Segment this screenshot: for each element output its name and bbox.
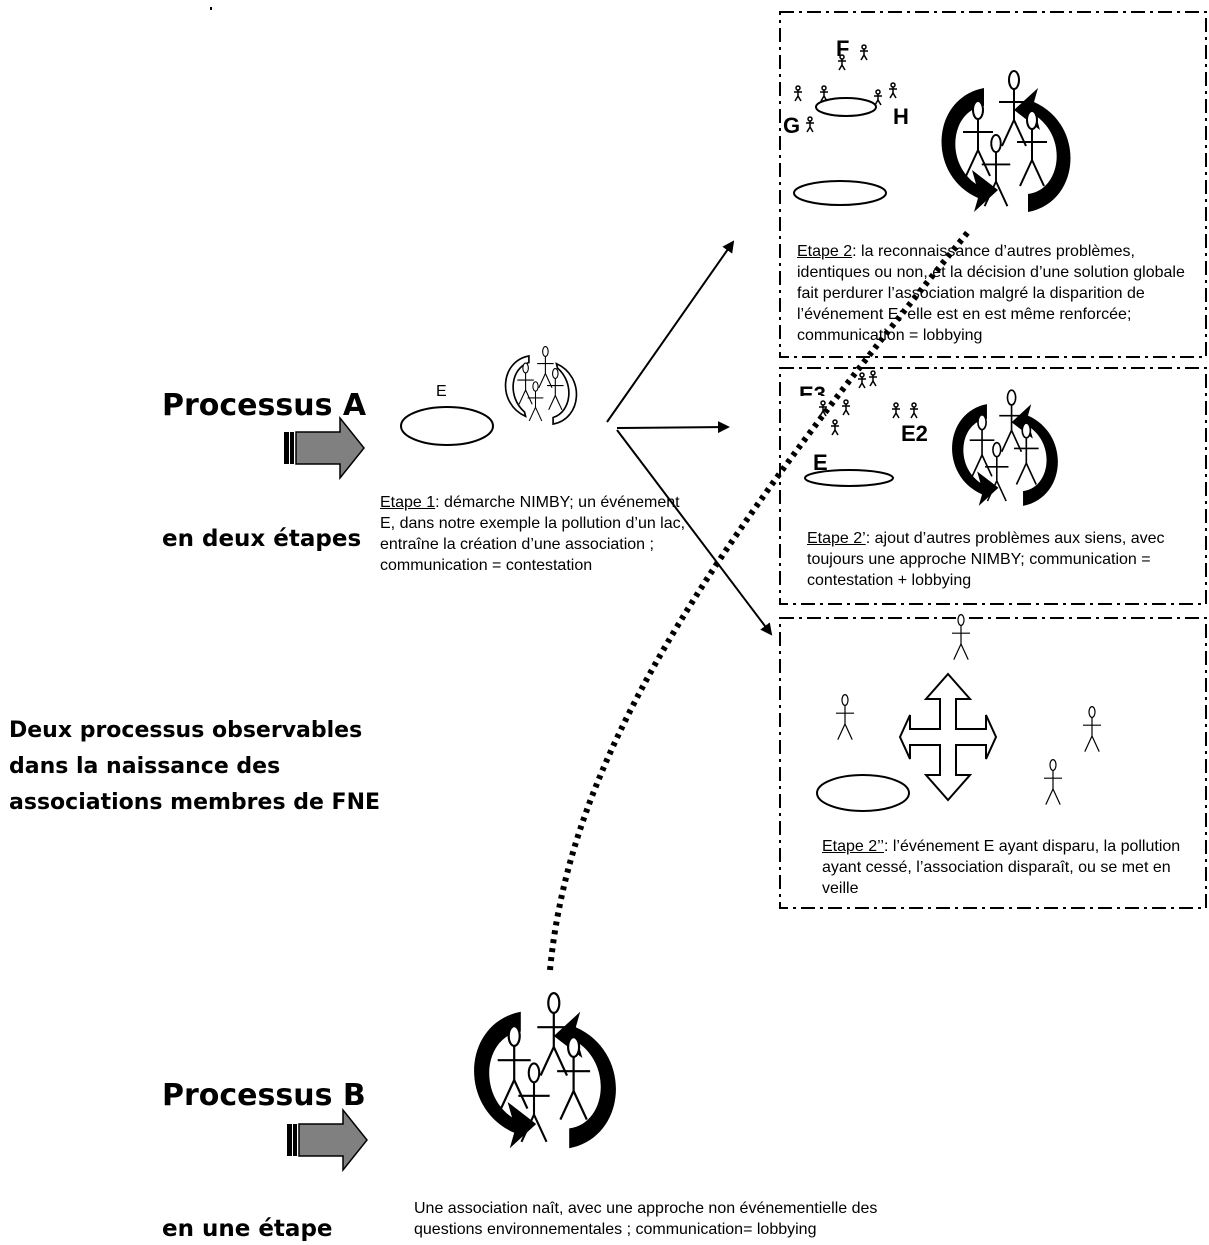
arrow-to-step2	[606, 240, 735, 423]
title-line-1: Deux processus observables	[9, 718, 363, 743]
step2-double-prime-box	[779, 617, 1207, 909]
process-b-caption: Une association naît, avec une approche …	[414, 1200, 878, 1238]
title-line-3: associations membres de FNE	[9, 790, 381, 815]
label-e2: E2	[901, 421, 928, 446]
diagram-title: Deux processus observables dans la naiss…	[9, 713, 380, 821]
step2-label: Etape 2	[797, 243, 853, 260]
four-way-arrow-icon	[898, 672, 998, 802]
process-a-block-arrow	[283, 417, 365, 479]
label-e3: E3	[799, 382, 826, 396]
step2-double-prime-caption: Etape 2’’: l’événement E ayant disparu, …	[822, 836, 1202, 899]
lake-ellipse-top	[793, 180, 887, 206]
label-g: G	[783, 113, 801, 138]
lake-ellipse-small	[815, 97, 877, 117]
lake-ellipse-mid	[804, 469, 894, 487]
step1-text: : démarche NIMBY; un événement E, dans n…	[380, 494, 686, 574]
label-f: F	[836, 36, 850, 61]
step1-label: Etape 1	[380, 494, 436, 511]
step2-double-prime-text: : l’événement E ayant disparu, la pollut…	[822, 838, 1181, 897]
arrow-to-step2-double-prime	[616, 429, 773, 636]
step2-box	[779, 11, 1207, 358]
stray-dot	[210, 7, 212, 10]
process-b-block-arrow	[286, 1109, 368, 1171]
step2-double-prime-label: Etape 2’’	[822, 838, 884, 855]
arrow-to-step2-prime	[616, 421, 730, 434]
step2-prime-text: : ajout d’autres problèmes aux siens, av…	[807, 530, 1165, 589]
association-icon-mid	[952, 390, 1058, 506]
process-a-subtitle: en deux étapes	[162, 526, 362, 552]
step2-prime-label: Etape 2’	[807, 530, 866, 547]
association-icon-top	[942, 71, 1071, 212]
step2-prime-box	[779, 367, 1207, 605]
event-label: E	[436, 383, 447, 400]
step2-prime-caption: Etape 2’: ajout d’autres problèmes aux s…	[807, 528, 1203, 591]
association-icon-process-b	[474, 993, 616, 1148]
step1-caption: Etape 1: démarche NIMBY; un événement E,…	[380, 492, 695, 576]
dotted-link-curve	[547, 230, 971, 971]
lake-ellipse-bottom	[816, 774, 910, 812]
step2-text: : la reconnaissance d’autres problèmes, …	[797, 243, 1185, 344]
process-a-title: Processus A	[162, 388, 367, 423]
step2-caption: Etape 2: la reconnaissance d’autres prob…	[797, 241, 1203, 346]
title-line-2: dans la naissance des	[9, 754, 281, 779]
label-h: H	[893, 104, 909, 129]
lake-ellipse	[400, 406, 494, 446]
label-e: E	[813, 450, 828, 475]
process-b-title: Processus B	[162, 1078, 366, 1113]
process-b-subtitle: en une étape	[162, 1216, 333, 1242]
small-association-icon	[504, 345, 578, 426]
